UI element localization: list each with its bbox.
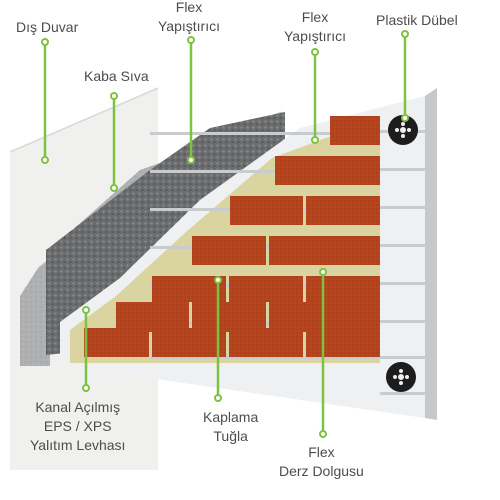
leader-dot <box>82 384 90 392</box>
label-kaplama-tugla: Kaplama Tuğla <box>203 409 259 444</box>
leader-dot <box>319 268 327 276</box>
cladding-brick <box>306 328 380 357</box>
cladding-brick <box>152 328 226 357</box>
insulation-groove <box>380 356 425 359</box>
leader-dot <box>110 92 118 100</box>
insulation-groove <box>150 356 425 359</box>
label-dis-duvar: Dış Duvar <box>16 19 79 35</box>
insulation-groove <box>380 244 425 247</box>
cladding-brick <box>192 236 266 265</box>
wall-end-face <box>425 88 437 420</box>
cladding-brick <box>269 302 343 332</box>
leader-dot <box>319 430 327 438</box>
cladding-brick <box>269 236 343 265</box>
label-flex-derz-dolgusu: Flex Derz Dolgusu <box>279 444 364 479</box>
insulation-groove <box>380 206 425 209</box>
brick-cladding <box>84 116 380 357</box>
leader-dot <box>214 394 222 402</box>
label-kanal-acilmis-eps-xps: Kanal Açılmış EPS / XPS Yalıtım Levhası <box>30 399 126 453</box>
leader-dot <box>311 48 319 56</box>
cladding-brick <box>343 156 380 185</box>
plastic-dowel-icon <box>386 362 416 392</box>
insulation-groove <box>380 282 425 285</box>
cladding-brick <box>152 276 226 302</box>
cladding-brick <box>192 302 266 332</box>
cladding-brick <box>229 276 303 302</box>
cladding-brick <box>343 236 380 265</box>
leader-dot <box>187 156 195 164</box>
outer-wall-edge <box>9 87 159 153</box>
cladding-brick <box>343 302 380 332</box>
cladding-brick <box>330 116 380 145</box>
leader-dot <box>110 184 118 192</box>
cladding-brick <box>229 328 303 357</box>
insulation-groove <box>380 320 425 323</box>
cladding-brick <box>230 196 303 225</box>
leader-dot <box>401 30 409 38</box>
leader-dot <box>41 156 49 164</box>
cladding-brick <box>306 276 380 302</box>
leader-dot <box>214 276 222 284</box>
leader-lines <box>41 30 409 438</box>
label-flex-yapistirici-2: Flex Yapıştırıcı <box>284 9 346 44</box>
cladding-brick <box>116 302 189 332</box>
label-plastik-dubel: Plastik Dübel <box>376 12 458 28</box>
leader-dot <box>187 36 195 44</box>
cladding-brick <box>306 196 380 225</box>
insulation-groove <box>380 392 425 395</box>
leader-dot <box>401 114 409 122</box>
cladding-brick <box>275 156 343 185</box>
plastic-dowel-icon <box>388 115 418 145</box>
leader-dot <box>311 136 319 144</box>
label-kaba-siva: Kaba Sıva <box>84 68 149 84</box>
cladding-brick <box>84 328 149 357</box>
leader-dot <box>82 306 90 314</box>
insulation-groove <box>380 168 425 171</box>
label-flex-yapistirici-1: Flex Yapıştırıcı <box>158 0 220 34</box>
leader-dot <box>41 38 49 46</box>
insulation-groove <box>150 132 425 135</box>
